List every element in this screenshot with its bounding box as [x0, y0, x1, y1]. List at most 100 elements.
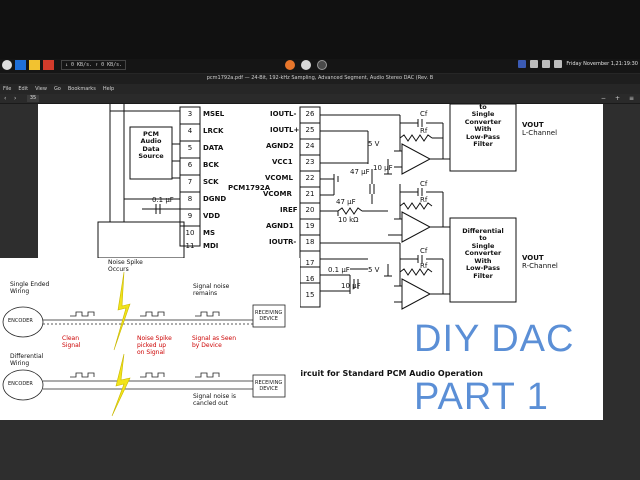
volume-icon[interactable]: [542, 60, 551, 68]
vout-r-label: VOUT: [522, 254, 544, 262]
pin-label-data: DATA: [203, 144, 224, 152]
cap-label-10uf-b: 10 µF: [341, 282, 361, 290]
pin-label-sck: SCK: [203, 178, 219, 186]
conv-top-line-4: With: [474, 125, 492, 134]
pin-num-23: 23: [305, 158, 315, 166]
next-page-icon[interactable]: ›: [14, 95, 17, 102]
vout-l-channel: L-Channel: [522, 129, 558, 137]
viewer-toolbar: ‹ › 35 − + ≡: [0, 94, 640, 104]
zoom-out-icon[interactable]: −: [600, 95, 606, 102]
pin-label-lrck: LRCK: [203, 127, 224, 135]
pin-num-18: 18: [305, 238, 315, 246]
workspace-3-swatch[interactable]: [43, 60, 54, 70]
window-titlebar[interactable]: pcm1792a.pdf — 24-Bit, 192-kHz Sampling,…: [0, 74, 640, 84]
differential-label: Differential Wiring: [10, 353, 44, 367]
pin-label-msel: MSEL: [203, 110, 225, 118]
battery-icon[interactable]: [554, 60, 563, 68]
rf-label-mid: Rf: [420, 196, 428, 204]
app-menu-icon[interactable]: [2, 60, 12, 70]
terminal-icon[interactable]: [317, 60, 327, 70]
workspace-1-swatch[interactable]: [15, 60, 26, 70]
cap-label-0-1uf-left: 0.1 µF: [152, 196, 174, 204]
pin-label-bck: BCK: [203, 161, 219, 169]
pin-num-15: 15: [305, 291, 315, 299]
pin-label-ioutl-plus: IOUTL+: [270, 126, 300, 134]
pin-label-vcc1: VCC1: [272, 158, 293, 166]
panel-right: Friday November 1,21:19:30: [518, 60, 638, 68]
net-speed-indicator: ↓ 0 KB/s. ↑ 0 KB/s.: [61, 60, 127, 70]
pin-label-vcoml: VCOML: [265, 174, 293, 182]
pin-label-ioutr-minus: IOUTR-: [269, 238, 297, 246]
cap-label-10uf-a: 10 µF: [373, 164, 393, 172]
pin-label-iref: IREF: [280, 206, 298, 214]
menu-bar: File Edit View Go Bookmarks Help: [0, 84, 640, 94]
signal-noise-remains-label: Signal noise remains: [193, 283, 230, 297]
converter-box-bottom: Differential to Single Converter With Lo…: [450, 227, 516, 280]
pin-num-16: 16: [305, 275, 315, 283]
clock[interactable]: Friday November 1,21:19:30: [566, 61, 638, 67]
firefox-icon[interactable]: [285, 60, 295, 70]
network-icon[interactable]: [530, 60, 539, 68]
flag-icon[interactable]: [518, 60, 527, 68]
schematic-lines: [97, 104, 517, 310]
title-line-1: DIY DAC: [414, 318, 575, 360]
conv-bot-line-1: Differential: [462, 227, 504, 235]
hamburger-menu-icon[interactable]: ≡: [628, 95, 634, 102]
pin-num-8: 8: [187, 195, 193, 203]
pin-num-20: 20: [305, 206, 315, 214]
conv-top-line-2: Single: [471, 110, 495, 119]
noise-picked-up-label: Noise Spike picked up on Signal: [137, 335, 172, 356]
signal-seen-label: Signal as Seen by Device: [192, 335, 237, 349]
system-panel: ↓ 0 KB/s. ↑ 0 KB/s. Friday November 1,21…: [0, 59, 640, 74]
conv-top-line-3: Converter: [464, 117, 502, 126]
vout-l-label: VOUT: [522, 121, 544, 129]
encoder-label-1: ENCODER: [8, 318, 33, 324]
conv-bot-line-2: to: [479, 234, 487, 243]
wiring-diagram-lines: [2, 271, 286, 417]
pin-num-24: 24: [305, 142, 315, 150]
menu-file[interactable]: File: [3, 86, 12, 92]
pin-num-21: 21: [305, 190, 315, 198]
pin-num-3: 3: [187, 110, 193, 118]
conv-bot-line-7: Filter: [473, 271, 493, 280]
receiving-device-label-2: RECEIVING DEVICE: [255, 380, 283, 392]
workspace-2-swatch[interactable]: [29, 60, 40, 70]
pin-num-6: 6: [187, 161, 193, 169]
taskbar-apps: [285, 60, 327, 70]
pcm-audio-source-box: PCM Audio Data Source: [130, 130, 172, 161]
menu-help[interactable]: Help: [102, 86, 115, 92]
cap-label-47uf-b: 47 µF: [336, 198, 356, 206]
pin-label-agnd1: AGND1: [266, 222, 294, 230]
noise-cancelled-label: Signal noise is cancled out: [193, 393, 236, 407]
conv-bot-line-3: Single: [471, 241, 495, 250]
files-icon[interactable]: [301, 60, 311, 70]
zoom-in-icon[interactable]: +: [614, 95, 620, 102]
page-number-input[interactable]: 35: [27, 95, 39, 102]
pin-num-11: 11: [185, 242, 195, 250]
menu-go[interactable]: Go: [53, 86, 61, 92]
cf-label-bot: Cf: [420, 247, 428, 255]
pin-num-26: 26: [305, 110, 315, 118]
supply-5v-a: 5 V: [368, 140, 380, 148]
noise-spike-label: Noise Spike Occurs: [108, 259, 143, 273]
conv-top-line-6: Filter: [473, 140, 493, 149]
menu-bookmarks[interactable]: Bookmarks: [67, 86, 96, 92]
conv-bot-line-5: With: [474, 256, 492, 265]
supply-5v-b: 5 V: [368, 266, 380, 274]
figure-caption: n Circuit for Standard PCM Audio Operati…: [286, 369, 483, 378]
clean-signal-label: Clean Signal: [62, 335, 81, 349]
conv-bot-line-6: Low-Pass: [465, 264, 501, 273]
menu-view[interactable]: View: [35, 86, 47, 92]
converter-box-top: to Single Converter With Low-Pass Filter: [450, 103, 516, 149]
pcm-line-3: Data: [142, 144, 160, 153]
pcm-line-1: PCM: [142, 130, 159, 138]
pcm-line-2: Audio: [140, 137, 162, 146]
pin-label-ioutl-minus: IOUTL-: [270, 110, 297, 118]
res-label-10k: 10 kΩ: [338, 216, 359, 224]
previous-page-icon[interactable]: ‹: [4, 95, 7, 102]
pin-num-17: 17: [305, 259, 315, 267]
wiring-noise-diagram: Noise Spike Occurs Single Ended Wiring S…: [0, 258, 300, 420]
menu-edit[interactable]: Edit: [18, 86, 29, 92]
single-ended-label: Single Ended Wiring: [10, 281, 50, 295]
